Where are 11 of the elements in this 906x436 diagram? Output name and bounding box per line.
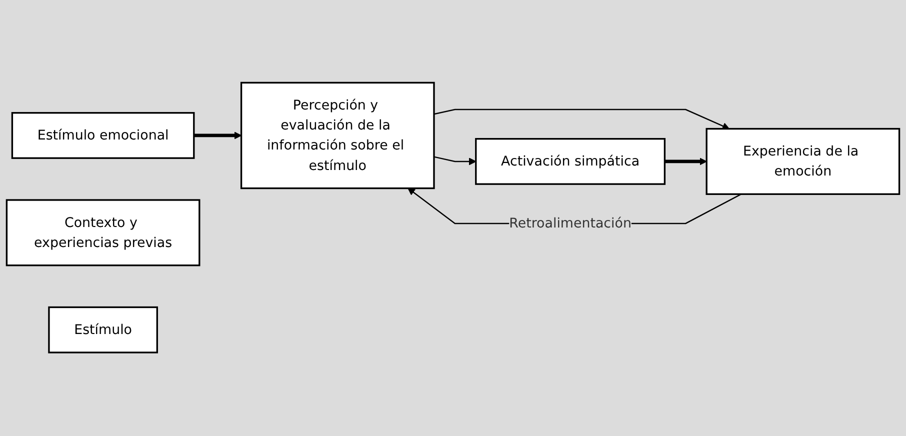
node-box: Estímulo [48,306,158,354]
arrow [664,158,707,166]
node-box: Percepción y evaluación de la información sobre el estímulo [240,82,435,190]
arrow [434,109,730,130]
arrow [434,156,476,166]
arrow [194,132,242,140]
edge-label: Retroalimentación [509,215,632,232]
node-box: Activación simpática [475,138,666,186]
node-box: Contexto y experiencias previas [6,200,200,267]
node-box: Estímulo emocional [11,112,195,160]
node-box: Experiencia de la emoción [706,128,900,196]
